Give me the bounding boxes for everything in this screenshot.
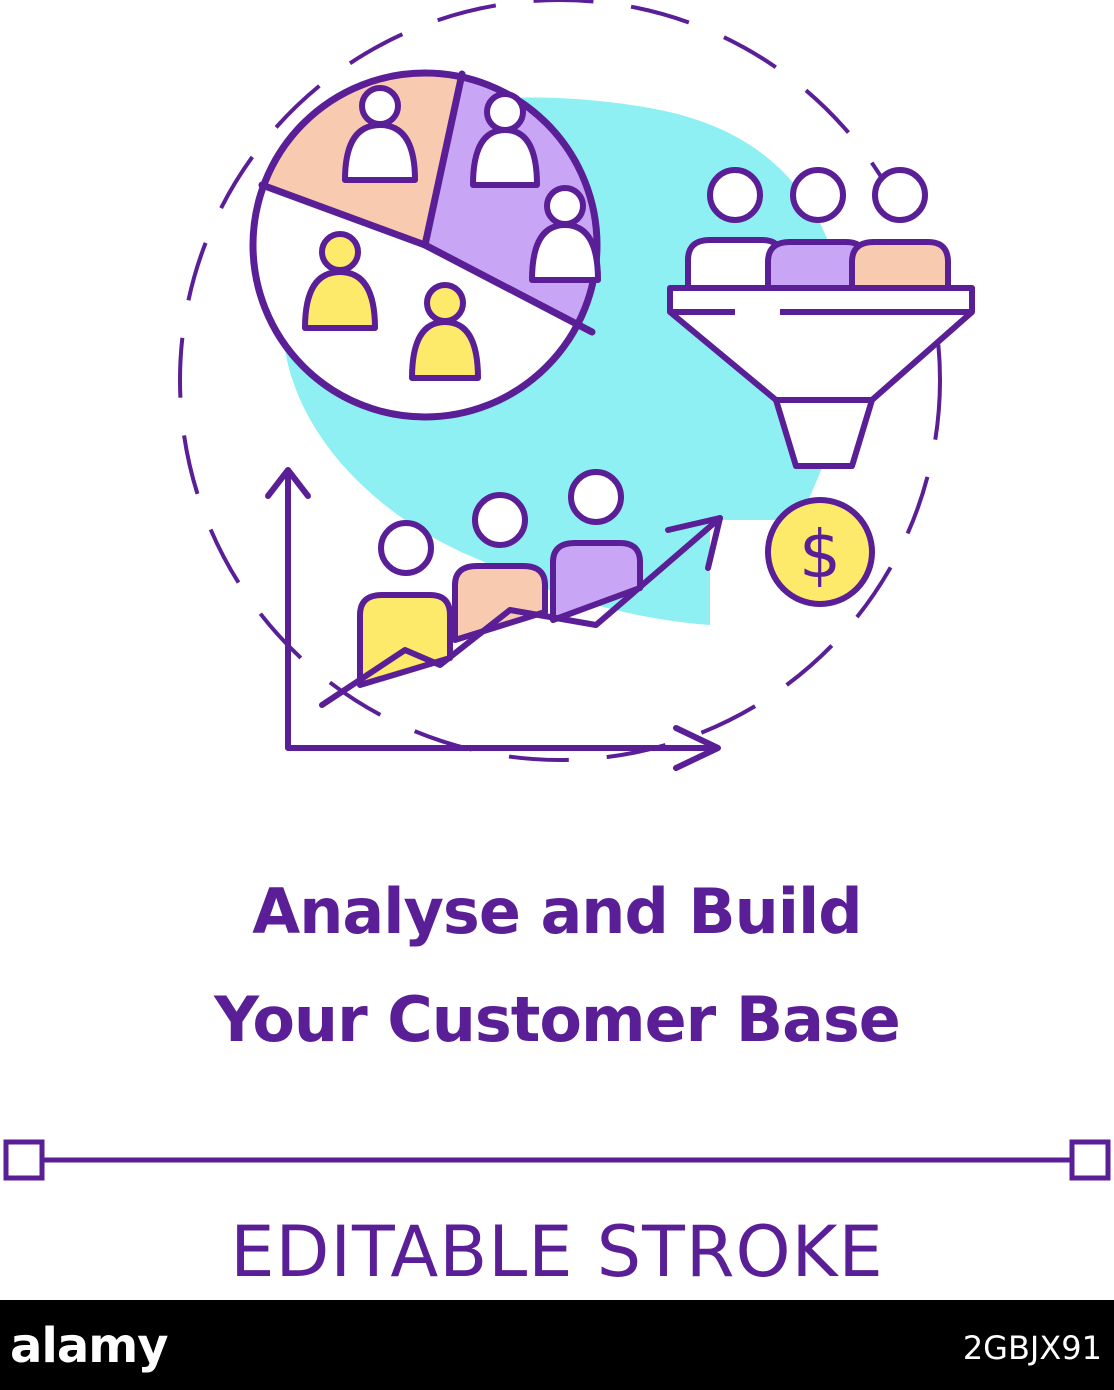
editable-stroke-label: EDITABLE STROKE — [230, 1211, 884, 1293]
growth-person-lavender — [550, 469, 643, 623]
dashed-ring — [178, 0, 942, 762]
funnel-person-peach — [849, 167, 951, 288]
pie-person-lavender-1 — [470, 91, 540, 188]
pie-chart-icon — [249, 69, 601, 421]
dollar-coin-icon: $ — [765, 497, 875, 607]
stroke-handle-right — [1069, 1139, 1111, 1181]
growth-chart-icon — [265, 467, 723, 771]
pie-person-yellow-1 — [302, 231, 378, 331]
pie-person-peach — [342, 85, 418, 183]
image-id: 2GBJX91 — [962, 1329, 1102, 1367]
watermark-logo: alamy — [10, 1318, 169, 1374]
editable-stroke-line — [3, 1139, 1111, 1181]
title-line-1: Analyse and Build — [252, 875, 862, 948]
title-line-2: Your Customer Base — [214, 983, 901, 1056]
pie-person-yellow-2 — [409, 282, 481, 381]
coin-symbol: $ — [799, 516, 841, 593]
stroke-handle-left — [3, 1139, 45, 1181]
customer-base-illustration: $ — [178, 0, 975, 771]
growth-person-peach — [452, 492, 548, 643]
footer-bar — [0, 1300, 1114, 1390]
sales-funnel-icon — [667, 167, 975, 469]
pie-person-lavender-2 — [529, 185, 601, 283]
